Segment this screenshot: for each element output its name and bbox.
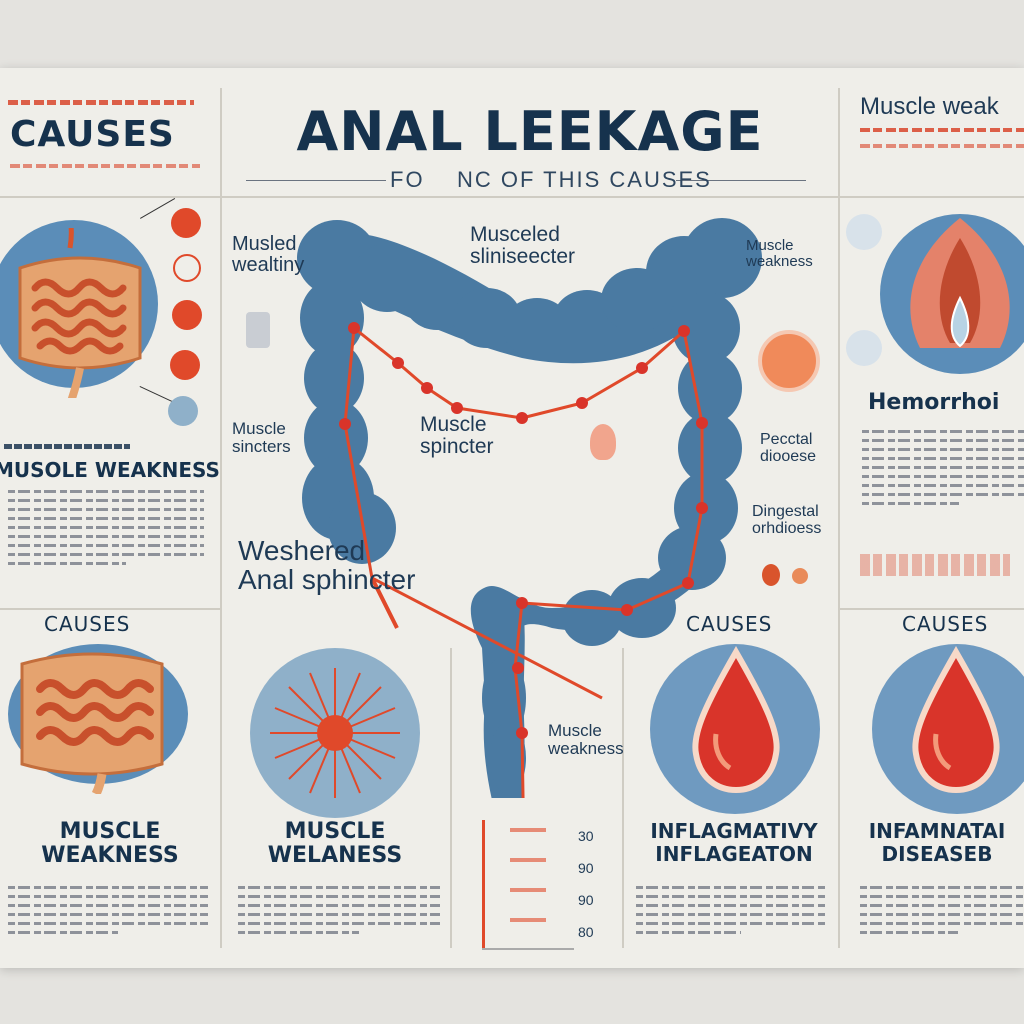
label-muscle-weakness-right: Muscle weakness bbox=[746, 237, 813, 270]
decorative-red-text bbox=[860, 554, 1010, 576]
body-text bbox=[238, 886, 440, 940]
card-4-label: INFAMNATAI DISEASEB bbox=[868, 820, 1006, 866]
label-rectal-disease: Pecctal diooese bbox=[760, 431, 817, 465]
icon-badge bbox=[171, 208, 201, 238]
label-muscle-sphincter-center: Muscle spincter bbox=[420, 413, 494, 459]
label-muscle-weakness-bottom: Muscle weakness bbox=[548, 721, 624, 758]
blood-drop-icon bbox=[692, 645, 780, 794]
colon-diagram bbox=[297, 218, 762, 798]
droplet-icon bbox=[762, 564, 780, 586]
tissue-icon bbox=[758, 330, 820, 392]
scale-tick: 80 bbox=[578, 924, 594, 940]
divider bbox=[450, 648, 452, 948]
label-weakened-anal-sphincter: Weshered Anal sphincter bbox=[238, 535, 416, 596]
divider bbox=[838, 88, 840, 948]
droplet-icon bbox=[590, 424, 616, 460]
left-panel-heading: MUSOLE WEAKNESS bbox=[0, 458, 220, 482]
page-title: ANAL LEEKAGE bbox=[296, 100, 764, 163]
card-2-label: MUSCLE WELANESS bbox=[267, 819, 403, 869]
scale-tick: 30 bbox=[578, 828, 594, 844]
divider bbox=[0, 196, 1024, 198]
body-text bbox=[8, 886, 208, 940]
scale-tick: 90 bbox=[578, 892, 594, 908]
card-4-heading: CAUSES bbox=[902, 612, 989, 636]
icon-badge bbox=[846, 330, 882, 366]
intestine-icon bbox=[18, 228, 142, 398]
scale-baseline bbox=[482, 948, 574, 950]
divider bbox=[220, 88, 222, 948]
title-rule bbox=[246, 180, 386, 181]
scale-bar bbox=[482, 820, 485, 950]
body-text bbox=[862, 430, 1024, 511]
decorative-text bbox=[4, 444, 130, 449]
card-1-heading: CAUSES bbox=[44, 612, 131, 636]
right-header-heading: Muscle weak bbox=[860, 93, 999, 120]
leader-line bbox=[140, 198, 176, 219]
decorative-red-text bbox=[860, 128, 1024, 132]
card-3-label: INFLAGMATIVY INFLAGEATON bbox=[650, 819, 818, 866]
decorative-red-text bbox=[860, 144, 1024, 148]
body-text bbox=[636, 886, 826, 940]
decorative-red-text bbox=[10, 164, 200, 168]
left-header-heading: CAUSES bbox=[10, 114, 175, 155]
figure-icon bbox=[246, 312, 270, 348]
card-3-heading: CAUSES bbox=[686, 612, 773, 636]
divider bbox=[838, 608, 1024, 610]
body-text bbox=[860, 886, 1024, 940]
scale-ticks: 30 90 90 80 bbox=[578, 820, 594, 948]
decorative-red-text bbox=[8, 100, 194, 105]
body-text bbox=[8, 490, 204, 571]
inflammation-burst-icon bbox=[270, 668, 400, 798]
scale-marks bbox=[510, 828, 546, 938]
anal-anatomy-icon bbox=[910, 218, 1010, 348]
label-musled-weakness: Musled wealtiny bbox=[232, 233, 305, 276]
icon-badge bbox=[846, 214, 882, 250]
icon-badge bbox=[168, 396, 198, 426]
label-digestive-disorders: Dingestal orhdioess bbox=[752, 503, 822, 537]
divider bbox=[0, 608, 220, 610]
intestine-icon bbox=[20, 652, 164, 794]
right-panel-heading: Hemorrhoi bbox=[868, 390, 1000, 415]
icon-badge bbox=[170, 350, 200, 380]
scale-tick: 90 bbox=[578, 860, 594, 876]
page-subtitle: FO NC OF THIS CAUSES bbox=[390, 167, 712, 192]
divider bbox=[622, 648, 624, 948]
droplet-icon bbox=[792, 568, 808, 584]
label-musceled-sphincter: Musceled sliniseecter bbox=[470, 223, 576, 269]
card-1-label: MUSCLE WEAKNESS bbox=[41, 819, 179, 869]
blood-drop-icon bbox=[912, 645, 1000, 794]
icon-badge bbox=[172, 300, 202, 330]
icon-badge bbox=[173, 254, 201, 282]
infographic-poster: CAUSES ANAL LEEKAGE FO NC OF THIS CAUSES… bbox=[0, 68, 1024, 968]
title-rule bbox=[676, 180, 806, 181]
label-muscle-sphincter-left: Muscle sincters bbox=[232, 419, 291, 456]
